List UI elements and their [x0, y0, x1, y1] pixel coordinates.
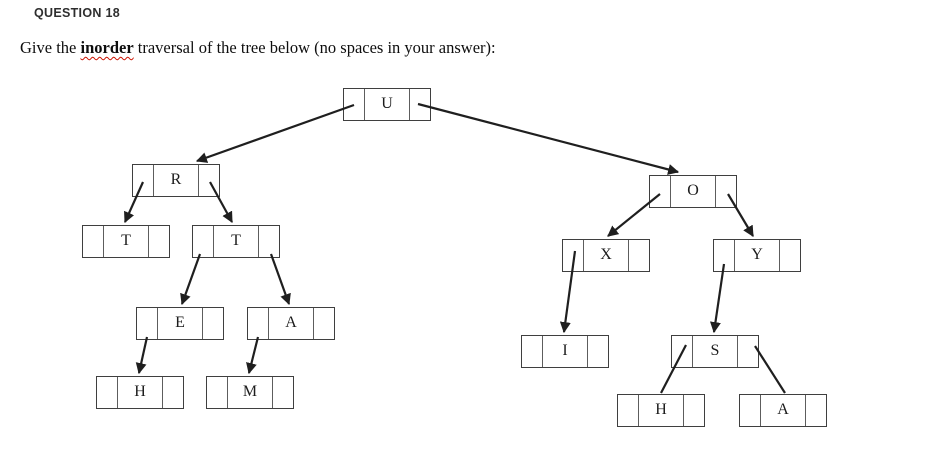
node-label: A	[285, 314, 297, 331]
edge-a1-m	[246, 336, 260, 375]
node-label: Y	[751, 246, 763, 263]
node-label: M	[242, 383, 258, 400]
right-pointer-cell	[202, 308, 223, 339]
left-pointer-cell	[740, 395, 761, 426]
left-pointer-cell	[97, 377, 118, 408]
right-pointer-cell	[805, 395, 826, 426]
prompt-suffix: traversal of the tree below (no spaces i…	[133, 38, 496, 57]
edge-t2-e	[180, 253, 202, 306]
right-pointer-cell	[272, 377, 293, 408]
node-label: H	[134, 383, 146, 400]
node-label: S	[710, 342, 720, 359]
right-pointer-cell	[683, 395, 704, 426]
left-pointer-cell	[137, 308, 158, 339]
right-pointer-cell	[779, 240, 800, 271]
right-pointer-cell	[737, 336, 758, 367]
node-label: R	[170, 171, 182, 188]
right-pointer-cell	[715, 176, 736, 207]
left-pointer-cell	[563, 240, 584, 271]
left-pointer-cell	[248, 308, 269, 339]
question-number-heading: QUESTION 18	[34, 6, 120, 20]
edge-t2-a1	[269, 253, 291, 306]
tree-node-o: O	[649, 175, 737, 208]
left-pointer-cell	[672, 336, 693, 367]
node-label: U	[381, 95, 393, 112]
left-pointer-cell	[714, 240, 735, 271]
left-pointer-cell	[193, 226, 214, 257]
node-label: T	[231, 232, 241, 249]
question-prompt: Give the inorder traversal of the tree b…	[20, 38, 496, 58]
tree-node-y: Y	[713, 239, 801, 272]
left-pointer-cell	[344, 89, 365, 120]
node-label: O	[687, 182, 699, 199]
right-pointer-cell	[587, 336, 608, 367]
left-pointer-cell	[133, 165, 154, 196]
left-pointer-cell	[618, 395, 639, 426]
node-label: H	[655, 401, 667, 418]
tree-node-t1: T	[82, 225, 170, 258]
right-pointer-cell	[409, 89, 430, 120]
node-label: I	[562, 342, 568, 359]
tree-node-h1: H	[96, 376, 184, 409]
node-label: T	[121, 232, 131, 249]
left-pointer-cell	[207, 377, 228, 408]
left-pointer-cell	[522, 336, 543, 367]
node-label: X	[600, 246, 612, 263]
prompt-prefix: Give the	[20, 38, 81, 57]
tree-node-m: M	[206, 376, 294, 409]
right-pointer-cell	[258, 226, 279, 257]
edge-u-r	[195, 103, 355, 163]
left-pointer-cell	[83, 226, 104, 257]
right-pointer-cell	[313, 308, 334, 339]
edge-y-s	[709, 263, 726, 334]
tree-node-x: X	[562, 239, 650, 272]
right-pointer-cell	[148, 226, 169, 257]
tree-node-i: I	[521, 335, 609, 368]
edge-u-o	[417, 102, 680, 175]
tree-node-a2: A	[739, 394, 827, 427]
right-pointer-cell	[162, 377, 183, 408]
tree-node-s: S	[671, 335, 759, 368]
node-label: E	[175, 314, 185, 331]
tree-node-a1: A	[247, 307, 335, 340]
node-label: A	[777, 401, 789, 418]
prompt-emphasis-inorder: inorder	[80, 38, 134, 57]
right-pointer-cell	[198, 165, 219, 196]
right-pointer-cell	[628, 240, 649, 271]
tree-node-t2: T	[192, 225, 280, 258]
left-pointer-cell	[650, 176, 671, 207]
tree-node-u: U	[343, 88, 431, 121]
edge-s-a2	[754, 345, 786, 394]
tree-node-e: E	[136, 307, 224, 340]
tree-node-r: R	[132, 164, 220, 197]
edge-e-h1	[135, 336, 149, 375]
tree-node-h2: H	[617, 394, 705, 427]
